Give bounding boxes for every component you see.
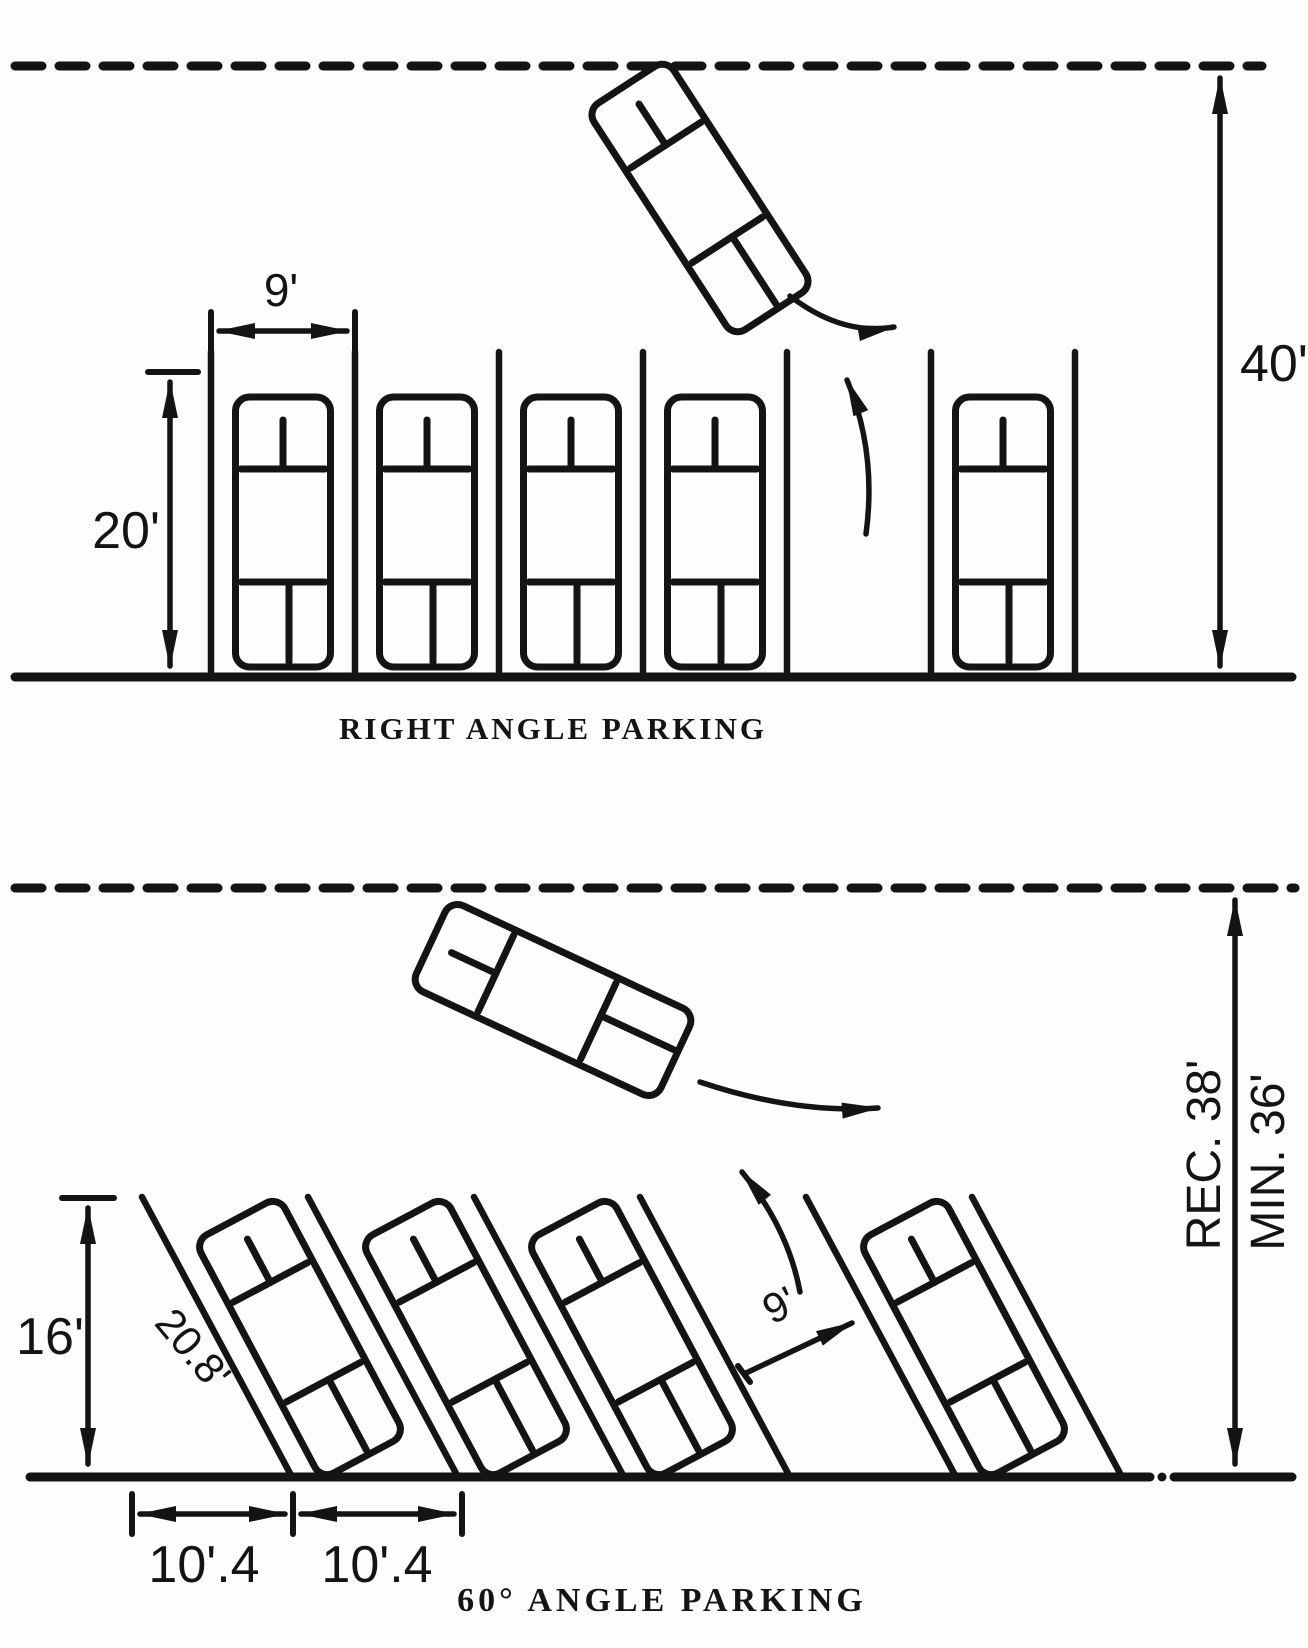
dim-stall-width-9ft: 9' [735,1277,855,1385]
dim-curb-depth-16ft: 16' [16,1195,117,1467]
dim-aisle-rec-min: REC. 38' MIN. 36' [1178,897,1295,1467]
dim-stall-width-9ft: 9' [208,264,358,353]
aisle-minimum-label: MIN. 36' [1242,1073,1295,1250]
parked-car [236,397,331,667]
dim-aisle-40ft: 40' [1212,75,1308,669]
stall-lines [138,1193,1126,1481]
curb-line [25,1472,1297,1482]
angle-60-parking-diagram: 9' 20.8' 16' REC. 38' MIN. 36' [10,883,1300,1619]
turning-car [411,900,696,1100]
parked-car [859,1197,1070,1480]
stall-depth-label: 20' [92,502,160,560]
diagram-caption: 60° ANGLE PARKING [457,1582,867,1619]
turn-path-arrow [697,1079,881,1119]
diagram-caption: RIGHT ANGLE PARKING [339,711,767,746]
stall-entry-arrow [739,1169,803,1295]
stall-width-label: 9' [264,264,298,316]
parked-car [956,397,1051,667]
right-angle-parking-diagram: 9' 20' 40' RIGHT ANGLE PARKING [10,59,1308,746]
stall-entry-arrow [844,377,872,537]
curb-line-dot [1157,1472,1167,1482]
curb-spacing-label: 10'.4 [148,1536,259,1594]
stall-line [470,1193,628,1481]
stall-line [968,1193,1126,1481]
stall-line [138,1193,296,1481]
parked-car [380,397,475,667]
dim-line [743,1320,855,1376]
stall-lines [207,348,1079,679]
turn-path-arrow [787,293,897,342]
curb-spacing-label: 10'.4 [321,1536,432,1594]
stall-line [636,1193,794,1481]
curb-depth-label: 16' [16,1308,84,1366]
stall-line [802,1193,960,1481]
stall-line [304,1193,462,1481]
parked-car [524,397,619,667]
aisle-recommended-label: REC. 38' [1178,1060,1231,1251]
dim-curb-spacing: 10'.4 10'.4 [129,1491,465,1594]
aisle-width-label: 40' [1240,335,1308,393]
parked-car [668,397,763,667]
turning-car [587,59,814,337]
dim-stall-depth-20ft: 20' [92,369,201,669]
